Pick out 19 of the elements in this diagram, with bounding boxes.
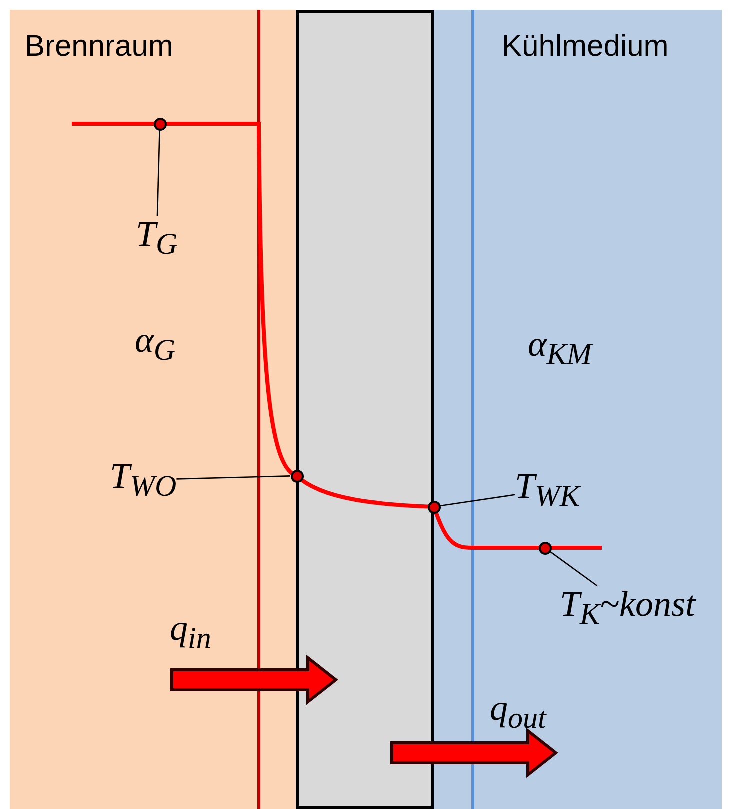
wall — [296, 10, 434, 809]
temperature-label: T$_{WK}$ — [515, 468, 580, 512]
leader-line — [156, 130, 160, 216]
leader-line — [176, 476, 291, 480]
region-heading: Kühlmedium — [502, 32, 669, 62]
leader-line — [440, 494, 516, 507]
temperature-label: T$_{WO}$ — [110, 458, 177, 502]
measurement-point — [154, 118, 166, 130]
region-heading: Brennraum — [25, 32, 174, 62]
temperature-label: T$_{G}$ — [136, 216, 178, 260]
heat-flux-label: q$_{out}$ — [490, 690, 546, 734]
heat-flux-label: q$_{in}$ — [170, 610, 212, 654]
leader-line — [550, 551, 598, 587]
heat-transfer-coefficient-label: α$_{G}$ — [135, 322, 176, 366]
heat-transfer-coefficient-label: α$_{KM}$ — [528, 326, 592, 370]
measurement-point — [538, 542, 552, 554]
coolant-region — [434, 10, 722, 809]
combustion-chamber-region — [10, 10, 296, 809]
temperature-label: T$_{K}$~konst — [560, 586, 696, 630]
